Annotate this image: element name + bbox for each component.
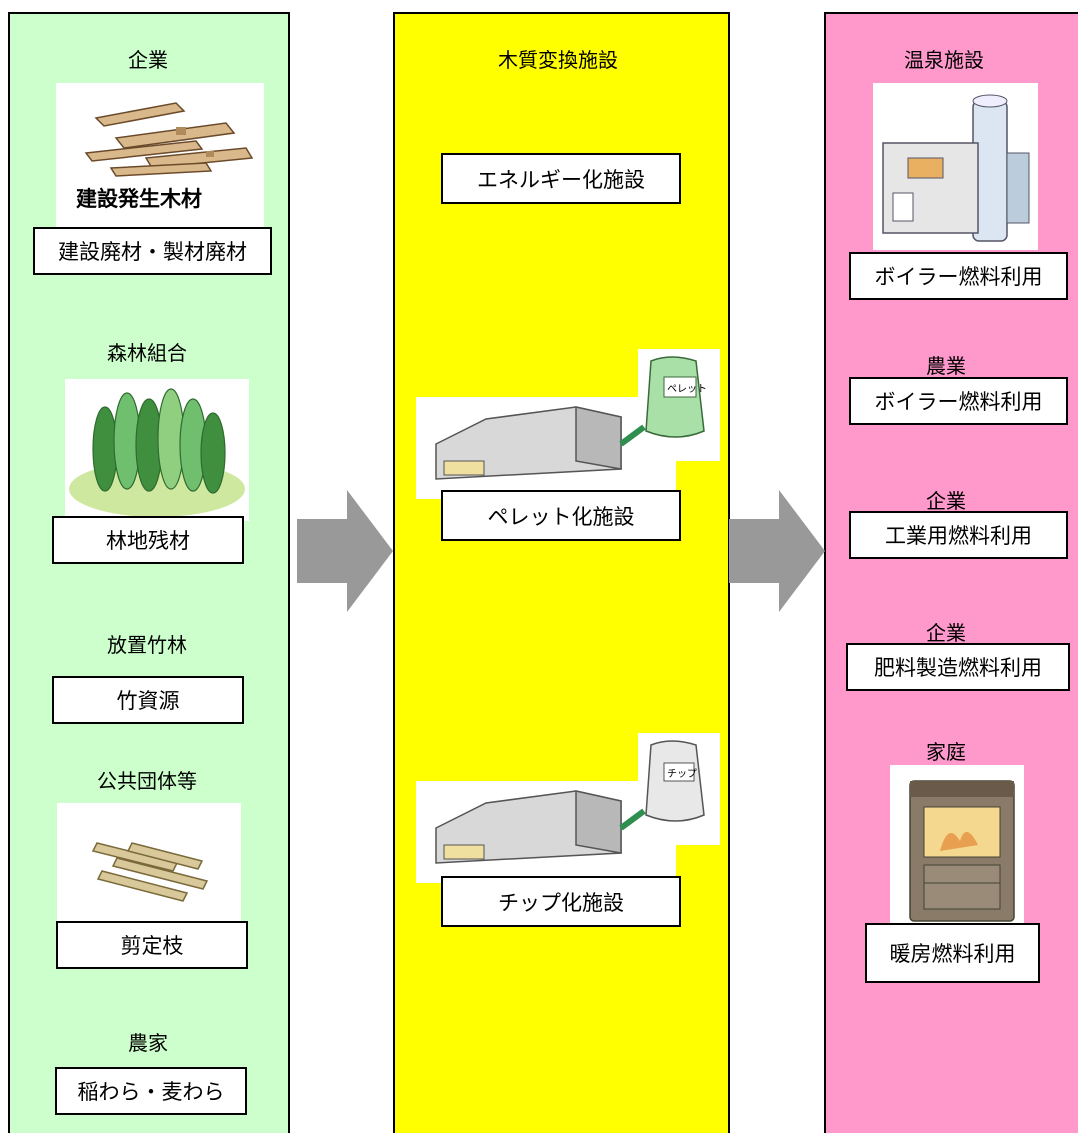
- company-fertilizer-heading: 企業: [926, 621, 966, 645]
- factory-with-pellet-bag-icon: ペレット: [416, 349, 720, 499]
- pellet-stove-icon: [890, 765, 1024, 929]
- arrow-right-icon: [297, 490, 393, 612]
- industrial-fuel-box: 工業用燃料利用: [849, 511, 1068, 559]
- agriculture-heading: 農業: [926, 354, 966, 378]
- public-heading: 公共団体等: [97, 769, 197, 793]
- pellet-facility-box: ペレット化施設: [441, 490, 681, 541]
- forest-union-heading: 森林組合: [107, 341, 187, 365]
- forest-trees-icon: [65, 379, 249, 521]
- chip-facility-box: チップ化施設: [441, 876, 681, 927]
- arrow-right-icon: [729, 490, 825, 612]
- construction-waste-box: 建設廃材・製材廃材: [33, 227, 272, 275]
- boiler-icon: [873, 83, 1038, 250]
- household-heading: 家庭: [926, 740, 966, 764]
- hot-spring-heading: 温泉施設: [904, 48, 984, 72]
- hot-spring-boiler-box: ボイラー燃料利用: [849, 252, 1068, 300]
- lumber-pile-icon: 建設発生木材: [56, 83, 264, 231]
- chip-bag-label: チップ: [667, 768, 697, 780]
- conversion-heading: 木質変換施設: [498, 48, 618, 72]
- forest-residue-box: 林地残材: [52, 516, 244, 564]
- heating-fuel-box: 暖房燃料利用: [865, 923, 1040, 983]
- factory-with-chip-bag-icon: チップ: [416, 733, 720, 883]
- straw-box: 稲わら・麦わら: [55, 1067, 247, 1115]
- agriculture-boiler-box: ボイラー燃料利用: [849, 377, 1068, 425]
- energy-facility-box: エネルギー化施設: [441, 153, 681, 204]
- fertilizer-fuel-box: 肥料製造燃料利用: [846, 643, 1070, 691]
- company-industrial-heading: 企業: [926, 489, 966, 513]
- pruned-branch-box: 剪定枝: [56, 921, 248, 969]
- company-heading: 企業: [128, 48, 168, 72]
- lumber-caption: 建設発生木材: [76, 187, 202, 211]
- farmer-heading: 農家: [128, 1031, 168, 1055]
- pellet-bag-label: ペレット: [667, 384, 707, 395]
- bamboo-resource-box: 竹資源: [52, 676, 244, 724]
- pruned-branches-icon: [57, 803, 241, 927]
- bamboo-heading: 放置竹林: [107, 633, 187, 657]
